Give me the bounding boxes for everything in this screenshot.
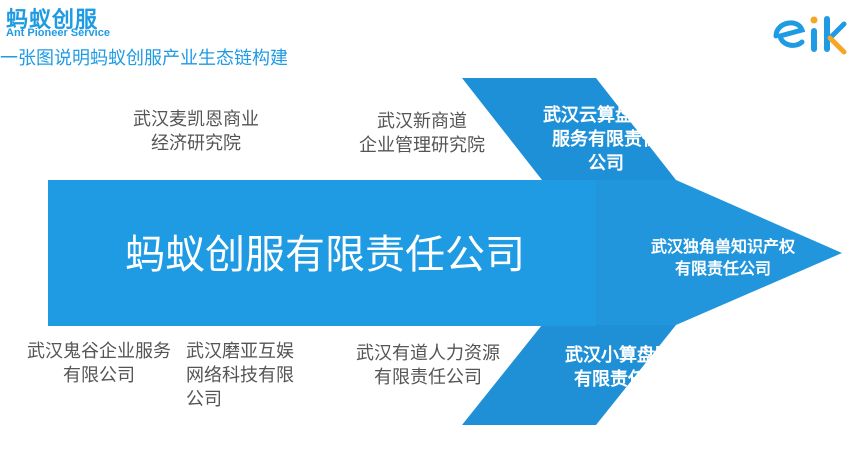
arrow-top-label: 武汉云算盘财税 服务有限责任 公司 bbox=[543, 105, 669, 174]
arrow-bottom-label: 武汉小算盘财税 有限责任公司 bbox=[565, 345, 691, 390]
logo-text: 蚂蚁创服 bbox=[6, 8, 99, 33]
top-label-1: 武汉麦凯恩商业 经济研究院 bbox=[133, 109, 259, 154]
bottom-label-2: 武汉磨亚互娱 网络科技有限 公司 bbox=[186, 341, 294, 410]
logo-subtitle: Ant Pioneer Service bbox=[6, 27, 110, 39]
slide-title: 一张图说明蚂蚁创服产业生态链构建 bbox=[0, 48, 288, 69]
bottom-label-3: 武汉有道人力资源 有限责任公司 bbox=[356, 343, 500, 388]
arrow-bottom bbox=[462, 325, 676, 425]
arrow-top bbox=[462, 78, 676, 180]
eik-logo-icon bbox=[773, 16, 847, 55]
arrow-middle-label: 武汉独角兽知识产权 有限责任公司 bbox=[650, 237, 795, 278]
main-company-label: 蚂蚁创服有限责任公司 bbox=[125, 232, 525, 278]
bottom-label-1: 武汉鬼谷企业服务 有限公司 bbox=[27, 341, 171, 386]
main-rectangle bbox=[48, 180, 596, 326]
top-label-2: 武汉新商道 企业管理研究院 bbox=[359, 111, 485, 156]
